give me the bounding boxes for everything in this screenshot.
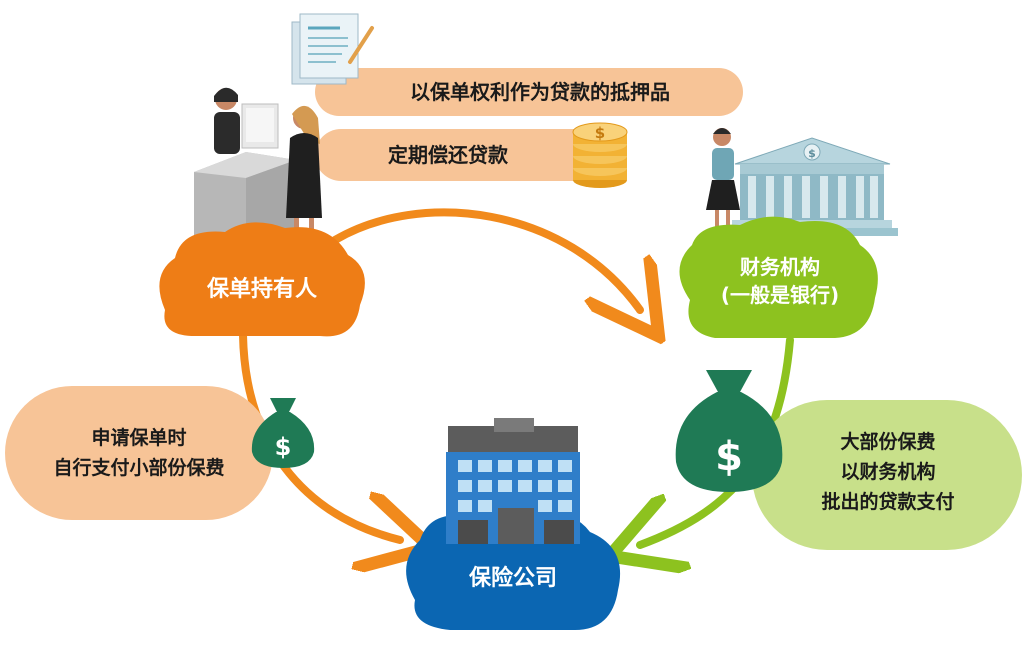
node-insurance-label: 保险公司 — [468, 565, 557, 591]
money-bag-icon-large: $ — [675, 370, 783, 492]
bubble-left-line2: 自行支付小部份保费 — [53, 456, 224, 479]
bank-seal-icon — [803, 143, 821, 161]
office-building-icon — [446, 418, 580, 544]
banner-collateral-text: 以保单权利作为贷款的抵押品 — [410, 80, 670, 104]
bubble-left-note: 申请保单时 自行支付小部份保费 — [5, 386, 273, 520]
node-financial-institution: 财务机构 (一般是银行) — [679, 216, 878, 338]
money-bag-icon-small: $ — [251, 398, 315, 468]
coin-symbol: $ — [595, 124, 605, 142]
bank-seal-symbol: $ — [808, 147, 816, 160]
node-policyholder-label: 保单持有人 — [206, 276, 317, 302]
node-bank-line1: 财务机构 — [740, 255, 820, 279]
bubble-right-line3: 批出的贷款支付 — [821, 490, 954, 513]
banner-repay-text: 定期偿还贷款 — [388, 143, 509, 167]
node-bank-line2: (一般是银行) — [721, 283, 839, 307]
document-icon — [291, 13, 374, 85]
bubble-right-note: 大部份保费 以财务机构 批出的贷款支付 — [752, 400, 1022, 550]
counter-scene-illustration — [194, 87, 322, 262]
bubble-left-line1: 申请保单时 — [91, 426, 186, 449]
bubble-right-line1: 大部份保费 — [840, 430, 935, 453]
node-policyholder: 保单持有人 — [159, 222, 365, 337]
bank-building-illustration: $ — [706, 128, 898, 236]
node-insurance-company: 保险公司 — [406, 418, 621, 630]
money-bag-large-symbol: $ — [715, 434, 743, 480]
coin-stack-icon: $ — [572, 122, 628, 188]
bubble-right-line2: 以财务机构 — [840, 460, 935, 483]
arrow-holder-to-bank — [331, 208, 640, 310]
money-bag-small-symbol: $ — [275, 433, 292, 461]
banner-repay: 定期偿还贷款 — [315, 129, 615, 181]
banner-collateral: 以保单权利作为贷款的抵押品 — [315, 68, 743, 116]
